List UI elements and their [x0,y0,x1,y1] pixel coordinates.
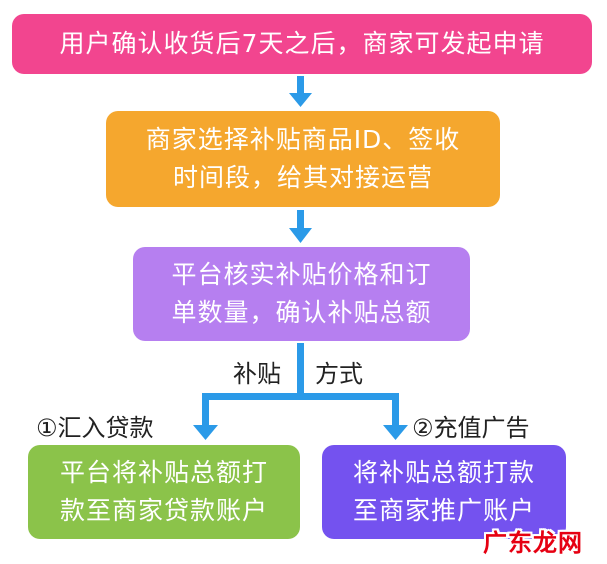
arrow-right-shaft [392,393,399,427]
right-box-line-2: 至商家推广账户 [352,496,535,525]
arrow-1-shaft [297,76,304,94]
step-1-text: 用户确认收货后7天之后，商家可发起申请 [59,29,545,58]
step-2-line-2: 时间段，给其对接运营 [172,163,433,192]
arrow-left-shaft [202,393,209,427]
left-box-line-2: 款至商家贷款账户 [59,496,268,525]
arrow-2-shaft [297,210,304,230]
right-box-promo-account: 将补贴总额打款 至商家推广账户 [322,445,566,539]
watermark-logo: 广东龙网 [483,529,583,557]
step-1-apply: 用户确认收货后7天之后，商家可发起申请 [12,14,592,74]
option-1-label: ①汇入贷款 [36,414,154,442]
method-label-b: 方式 [315,360,363,388]
arrow-right-head [383,425,408,440]
method-label-a: 补贴 [233,360,281,388]
option-2-label: ②充值广告 [412,414,530,442]
step-2-line-1: 商家选择补贴商品ID、签收 [145,125,461,154]
arrow-2-head [289,228,312,243]
step-3-verify: 平台核实补贴价格和订 单数量，确认补贴总额 [133,247,470,341]
right-box-line-1: 将补贴总额打款 [352,458,535,487]
left-box-loan-account: 平台将补贴总额打 款至商家贷款账户 [28,445,300,539]
arrow-split-bar [202,393,399,400]
left-box-line-1: 平台将补贴总额打 [59,458,268,487]
step-3-line-2: 单数量，确认补贴总额 [171,298,432,327]
step-3-line-1: 平台核实补贴价格和订 [171,260,432,289]
arrow-1-head [289,93,312,107]
arrow-left-head [193,425,218,440]
step-2-select-product: 商家选择补贴商品ID、签收 时间段，给其对接运营 [106,111,500,207]
arrow-split-stem [297,343,304,396]
